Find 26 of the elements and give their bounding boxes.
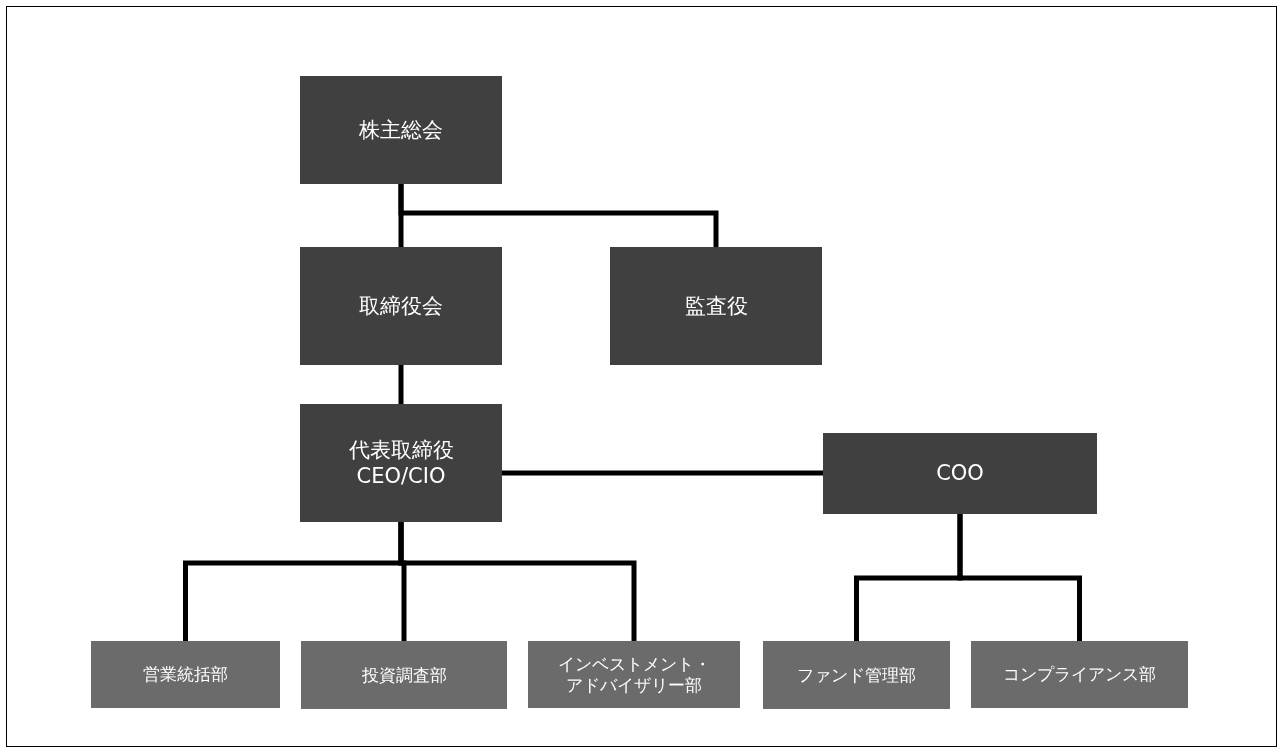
box-label: インベストメント・アドバイザリー部	[556, 654, 712, 695]
box-label: 取締役会	[359, 292, 443, 320]
box-label: 株主総会	[359, 116, 443, 144]
connector-line	[502, 470, 823, 476]
box-label: 営業統括部	[143, 664, 228, 685]
connector-line	[398, 365, 404, 404]
org-box	[610, 247, 822, 365]
org-box	[763, 641, 950, 709]
connector-line	[398, 184, 719, 247]
connector-line	[957, 514, 1082, 641]
box-label: CEO/CIO	[356, 463, 446, 490]
org-box	[300, 76, 502, 184]
box-label: 投資調査部	[361, 664, 447, 686]
org-box	[300, 404, 502, 522]
org-box	[971, 641, 1188, 708]
box-label: 監査役	[684, 292, 748, 320]
box-label: 代表取締役	[348, 436, 454, 463]
connector-line	[398, 522, 637, 641]
box-label: ファンド管理部	[797, 664, 916, 686]
box-label: コンプライアンス部	[1003, 664, 1156, 685]
org-box	[823, 433, 1097, 514]
org-box	[300, 247, 502, 365]
org-box	[528, 641, 740, 708]
org-box	[301, 641, 507, 709]
org-box	[91, 641, 280, 708]
box-label: COO	[936, 460, 984, 487]
